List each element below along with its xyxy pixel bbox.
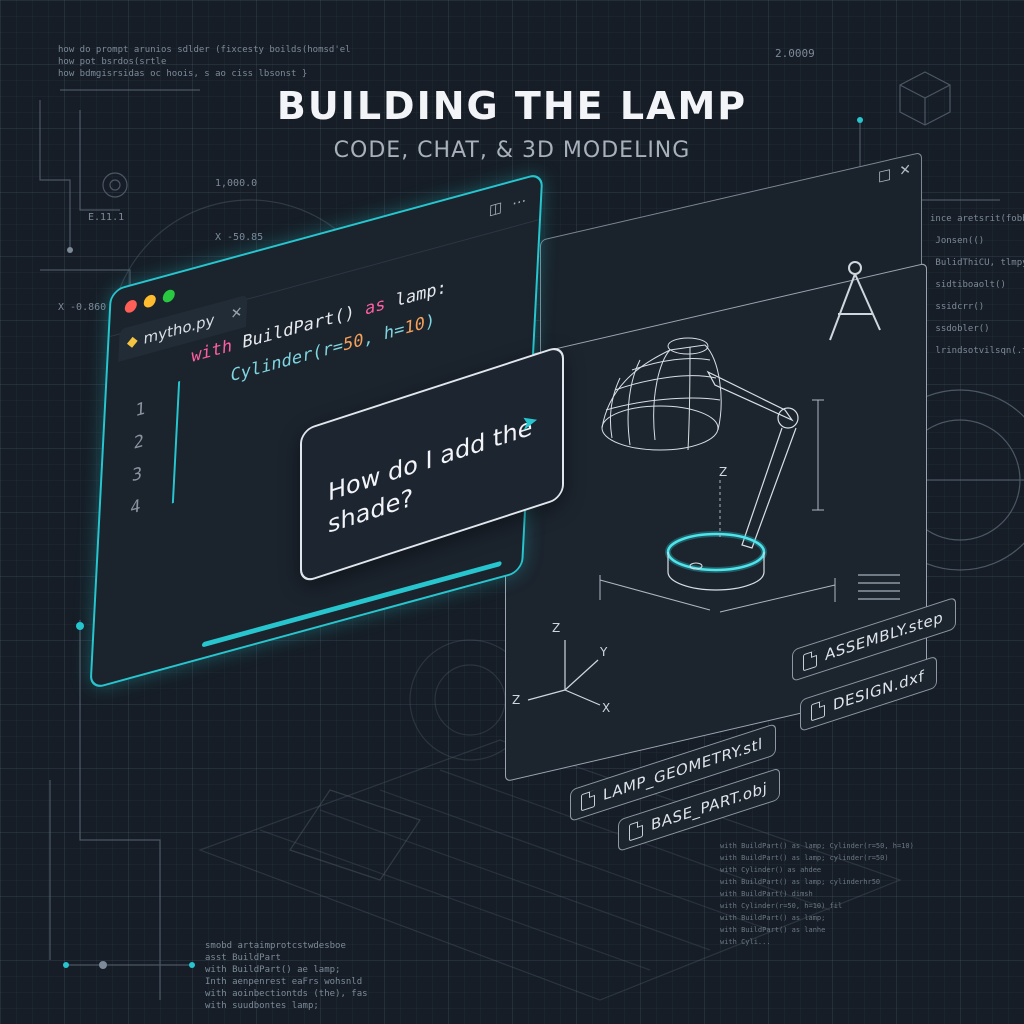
lamp-shade bbox=[601, 337, 722, 451]
python-icon: ◆ bbox=[126, 332, 139, 352]
bg-value-1: 1,000.0 bbox=[215, 178, 258, 189]
text-cursor-indicator bbox=[171, 381, 181, 504]
axis-label-y: Y bbox=[599, 645, 608, 659]
bg-value-3: X -0.860 bbox=[58, 302, 107, 313]
bg-text-right-column: ince aretsrit(fobbs Jonsen(() BulidThiCU… bbox=[930, 214, 1024, 356]
bg-value-2: X -50.85 bbox=[215, 232, 264, 243]
axis-label-x: X bbox=[602, 701, 610, 715]
bg-text-top-left: how do prompt arunios sdlder (fixcesty b… bbox=[58, 45, 351, 79]
bg-text-bottom-right: with BuildPart() as lamp; Cylinder(r=50,… bbox=[720, 842, 914, 946]
minimize-window-button[interactable] bbox=[143, 293, 157, 309]
close-window-button[interactable] bbox=[124, 298, 138, 315]
split-view-icon[interactable]: ◫ bbox=[488, 199, 503, 219]
axis-label-z: Z bbox=[552, 621, 560, 635]
line-number: 4 bbox=[129, 495, 141, 519]
bg-text-bottom-left: smobd artaimprotcstwdesboe asst BuildPar… bbox=[205, 941, 368, 1011]
bg-value-4: E.11.1 bbox=[88, 212, 125, 223]
page-title: BUILDING THE LAMP bbox=[276, 84, 748, 128]
line-number-gutter: 1 2 3 4 bbox=[129, 387, 166, 525]
window-traffic-lights bbox=[124, 288, 176, 315]
file-icon bbox=[581, 789, 595, 811]
axis-triad bbox=[527, 640, 601, 706]
dimension-lines bbox=[599, 399, 836, 613]
axis-label-z-left: Z bbox=[512, 693, 520, 707]
maximize-window-button[interactable] bbox=[162, 288, 176, 304]
tab-close-icon[interactable]: ✕ bbox=[230, 303, 243, 324]
file-icon bbox=[629, 819, 643, 841]
lamp-arm bbox=[706, 370, 799, 549]
axis-label-z-top: Z bbox=[719, 465, 727, 479]
bg-value-top-right: 2.0009 bbox=[775, 47, 815, 60]
editor-window-actions: ◫ ⋯ bbox=[489, 192, 527, 218]
compass-icon bbox=[829, 261, 881, 341]
page-subtitle: CODE, CHAT, & 3D MODELING bbox=[333, 138, 691, 163]
lamp-base bbox=[665, 531, 767, 591]
file-icon bbox=[811, 699, 825, 721]
file-icon bbox=[803, 649, 817, 671]
more-options-icon[interactable]: ⋯ bbox=[511, 192, 527, 213]
